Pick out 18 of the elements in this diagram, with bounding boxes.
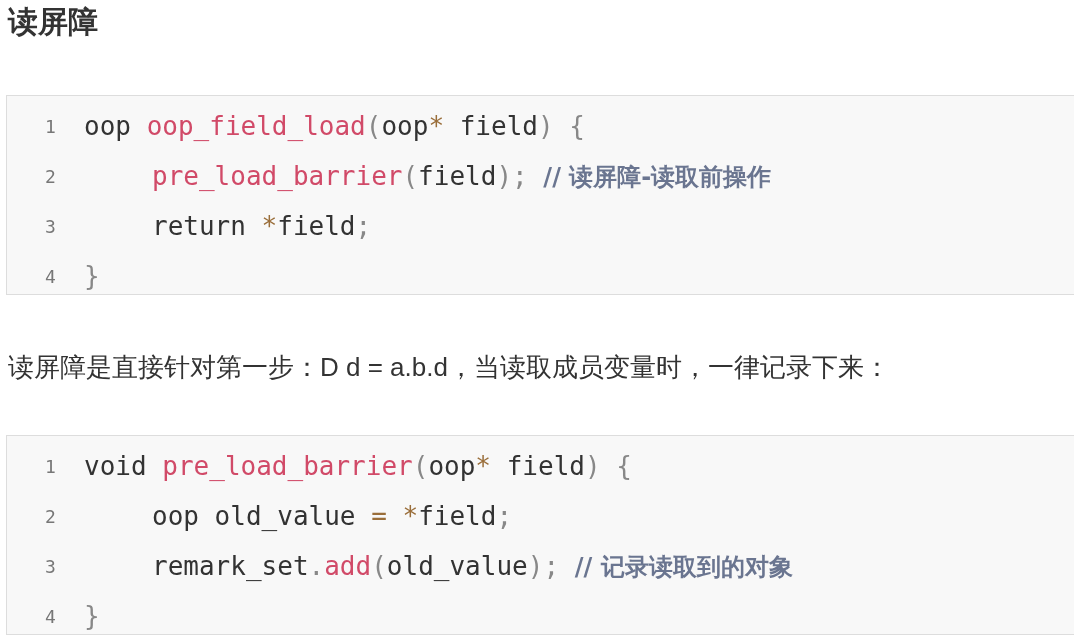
- line-number: 2: [45, 505, 56, 529]
- line-number: 3: [45, 215, 56, 239]
- line-number: 4: [45, 605, 56, 629]
- code-line: remark_set.add(old_value); // 记录读取到的对象: [152, 550, 793, 583]
- line-number: 1: [45, 115, 56, 139]
- line-number: 1: [45, 455, 56, 479]
- code-line: }: [84, 600, 100, 633]
- code-line: pre_load_barrier(field); // 读屏障-读取前操作: [152, 160, 772, 193]
- paragraph: 读屏障是直接针对第一步：D d = a.b.d，当读取成员变量时，一律记录下来：: [8, 351, 890, 384]
- code-line: oop oop_field_load(oop* field) {: [84, 110, 585, 143]
- code-line: return *field;: [152, 210, 372, 243]
- code-line: oop old_value = *field;: [152, 500, 513, 533]
- line-number: 3: [45, 555, 56, 579]
- code-line: }: [84, 260, 100, 293]
- code-line: void pre_load_barrier(oop* field) {: [84, 450, 632, 483]
- heading: 读屏障: [8, 4, 98, 40]
- line-number: 4: [45, 265, 56, 289]
- line-number: 2: [45, 165, 56, 189]
